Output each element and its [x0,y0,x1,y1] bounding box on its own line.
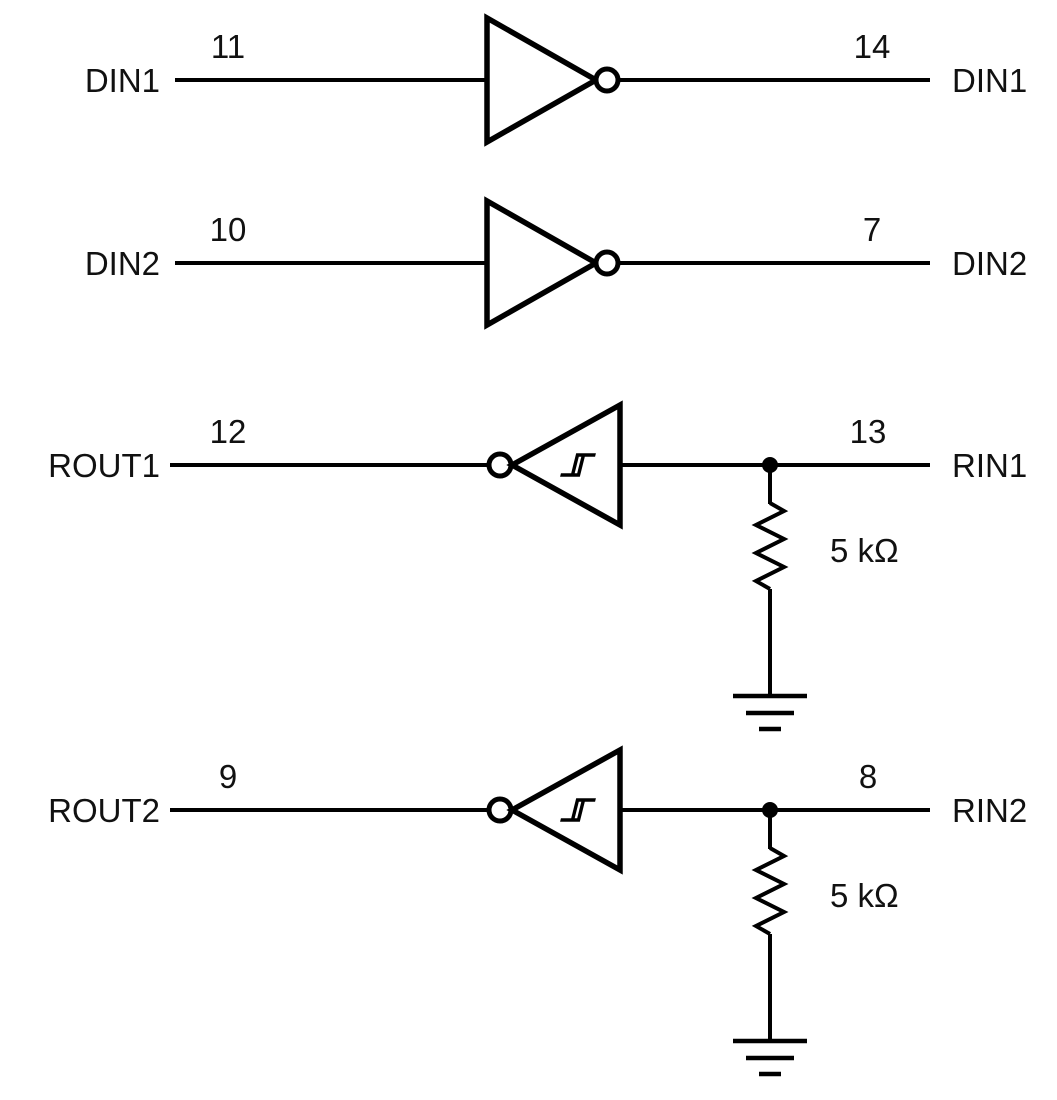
net-label-left: DIN2 [85,245,160,282]
net-label-right: DIN1 [952,62,1027,99]
net-label-left: ROUT2 [48,792,160,829]
schmitt-inverter-gate [506,400,623,530]
hysteresis-icon [560,453,596,477]
channel-rout2: 5 kΩ ROUT2 9 8 RIN2 [48,745,1027,1077]
ground-symbol [733,1038,807,1077]
inverter-output-bubble [593,66,621,94]
inverter-output-bubble [593,249,621,277]
pin-number-left: 10 [210,211,247,248]
pin-number-left: 12 [210,413,247,450]
pin-number-left: 9 [219,758,237,795]
net-label-right: RIN1 [952,447,1027,484]
pin-number-right: 8 [859,758,877,795]
inverter-gate [484,196,602,330]
pin-number-right: 14 [854,28,891,65]
net-label-right: DIN2 [952,245,1027,282]
pulldown-resistor [751,501,789,591]
pin-number-right: 13 [850,413,887,450]
net-label-right: RIN2 [952,792,1027,829]
channel-din2: DIN2 10 7 DIN2 [85,196,1027,330]
hysteresis-icon [560,798,596,822]
inverter-gate [484,13,602,147]
resistor-value-label: 5 kΩ [830,877,899,914]
pulldown-resistor [751,846,789,936]
net-label-left: DIN1 [85,62,160,99]
resistor-value-label: 5 kΩ [830,532,899,569]
channel-rout1: 5 kΩ ROUT1 12 13 RIN1 [48,400,1027,732]
ground-symbol [733,693,807,732]
pin-number-right: 7 [863,211,881,248]
channel-din1: DIN1 11 14 DIN1 [85,13,1027,147]
pin-number-left: 11 [211,28,245,65]
net-label-left: ROUT1 [48,447,160,484]
schmitt-inverter-gate [506,745,623,875]
